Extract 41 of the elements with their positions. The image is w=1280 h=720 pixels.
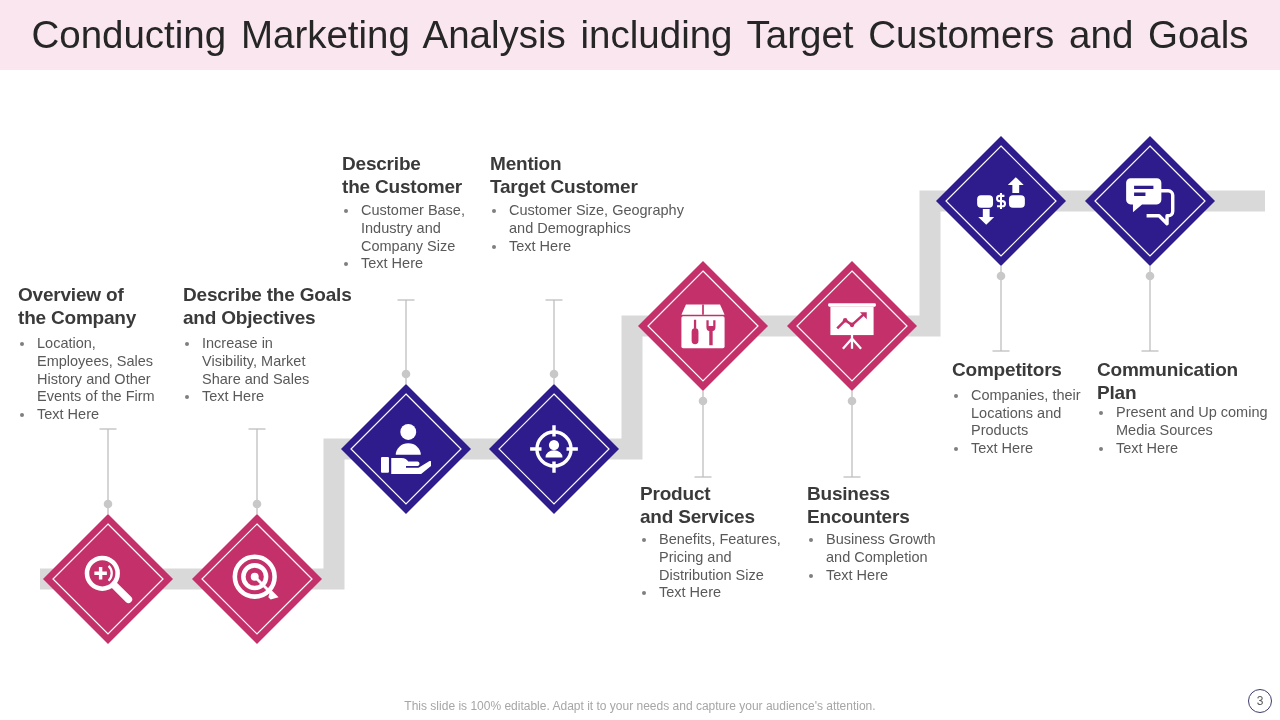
leader-line	[693, 390, 713, 478]
bullet-text: Present and Up coming Media Sources	[1116, 404, 1269, 440]
timeline-band	[608, 315, 649, 460]
step-heading: Describe the Goals and Objectives	[183, 282, 352, 330]
leader-line	[544, 299, 564, 385]
bullet-text: Text Here	[826, 566, 890, 585]
leader-line	[98, 428, 118, 515]
bullet-text: Text Here	[37, 405, 101, 424]
footer-note: This slide is 100% editable. Adapt it to your needs and capture your audience's attention.	[404, 699, 876, 713]
timeline-band	[1055, 190, 1096, 212]
timeline-band	[906, 190, 947, 337]
leader-line	[1140, 265, 1160, 352]
step-heading: Mention Target Customer	[490, 151, 638, 199]
bullet-text: Text Here	[509, 237, 573, 256]
timeline-band	[757, 315, 798, 337]
bullet-text: Customer Size, Geography and Demographics	[509, 202, 685, 238]
bullet-text: Text Here	[361, 255, 425, 273]
bullet-text: Companies, their Locations and Products	[971, 386, 1082, 440]
step-heading: Describe the Customer	[342, 151, 463, 199]
step-heading: Competitors	[952, 357, 1062, 381]
leader-line	[396, 299, 416, 385]
bullet-text: Text Here	[202, 388, 266, 406]
bullet-text: Text Here	[971, 439, 1035, 458]
bullet-text: Text Here	[659, 584, 723, 602]
bullet-text: Business Growth and Completion	[826, 531, 937, 567]
step-heading: Product and Services	[640, 481, 755, 529]
timeline-band	[162, 568, 203, 590]
bullet-text: Benefits, Features, Pricing and Distribution Size	[659, 531, 782, 585]
bullet-text: Location, Employees, Sales History and Other Events of the Firm	[37, 335, 156, 406]
leader-line	[247, 428, 267, 515]
step-heading: Communication Plan	[1097, 357, 1238, 405]
leader-line	[991, 265, 1011, 352]
slide-title: Conducting Marketing Analysis including Target Customers and Goals	[31, 13, 1249, 57]
timeline-band	[460, 438, 500, 460]
step-heading: Business Encounters	[807, 481, 910, 529]
bullet-text: Customer Base, Industry and Company Size	[361, 202, 466, 256]
bullet-text: Increase in Visibility, Market Share and Sales	[202, 335, 311, 389]
bullet-text: Text Here	[1116, 439, 1180, 458]
leader-line	[842, 390, 862, 478]
step-heading: Overview of the Company	[18, 282, 137, 330]
timeline-band	[311, 438, 352, 590]
